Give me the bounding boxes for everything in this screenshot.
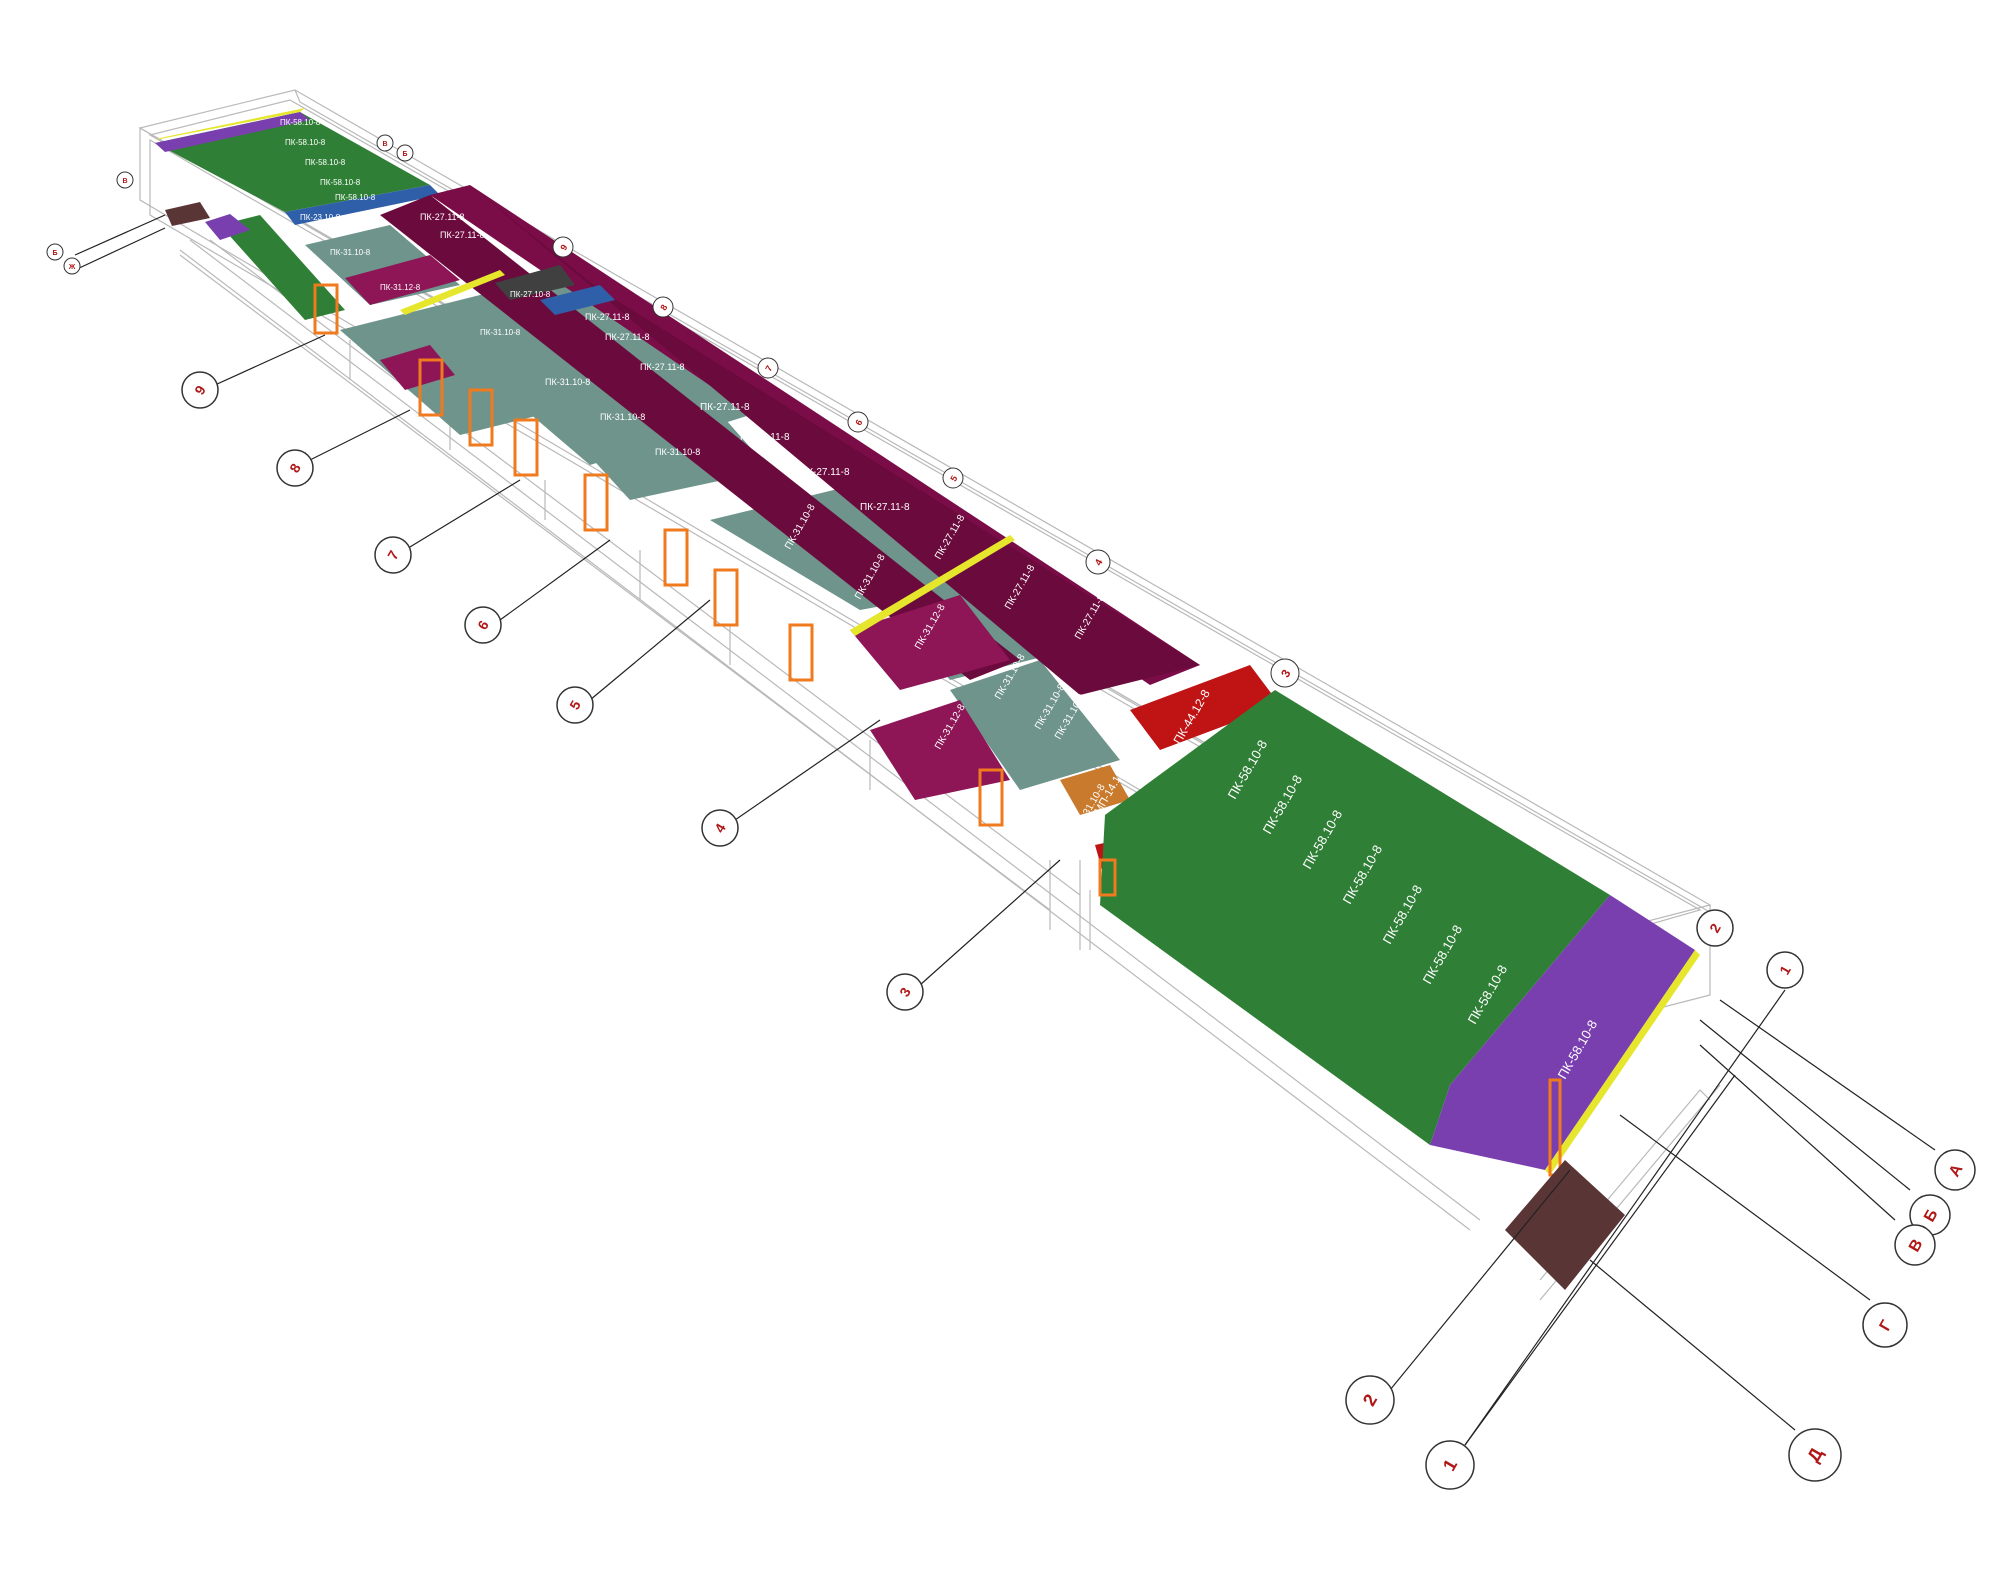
slab-teal-f: [950, 660, 1120, 790]
svg-text:Б: Б: [402, 151, 407, 158]
slab-orange: [1060, 765, 1130, 815]
axis-bubble-9: 9: [181, 371, 219, 409]
door-8: [788, 623, 814, 682]
axis-bubble-4: 4: [701, 809, 739, 847]
label-far-top-2: ПК-58.10-8: [305, 158, 346, 167]
label-27-3: ПК-27.11-8: [605, 332, 650, 342]
axis-bubble-far-left-b: Б: [46, 243, 64, 261]
label-blue-panel: ПК-23.10-8: [300, 213, 341, 222]
slab-magenta-d: [870, 700, 1010, 800]
slab-plum-strip: [380, 195, 1020, 680]
axis-bubble-far-top-b: Б: [396, 144, 414, 162]
label-31-1: ПК-31.10-8: [480, 328, 521, 337]
door-10: [1098, 858, 1117, 897]
axis-bubble-bottom-1: 1: [1425, 1440, 1475, 1490]
axis-bubble-far-7: 7: [757, 357, 779, 379]
axis-bubble-far-top-v: В: [376, 134, 394, 152]
label-31-0: ПК-31.10-8: [330, 248, 371, 257]
axis-bubbles: 9 8 7 6 5 4 3 9: [46, 134, 1976, 1490]
label-31-2: ПК-31.10-8: [545, 377, 590, 387]
door-7: [713, 568, 739, 627]
axis-bubble-A: А: [1934, 1149, 1976, 1191]
label-31-4: ПК-31.10-8: [655, 447, 700, 457]
axis-bubble-bottom-2: 2: [1345, 1375, 1395, 1425]
axis-bubble-V: В: [1894, 1224, 1936, 1266]
slab-purple-far-lower: [205, 214, 250, 240]
label-31-3: ПК-31.10-8: [600, 412, 645, 422]
axis-bubble-7: 7: [374, 536, 412, 574]
axis-bubble-bottom-D: Д: [1788, 1428, 1842, 1482]
slab-plum-wide: [470, 185, 1200, 695]
axis-bubble-far-left-v: В: [116, 171, 134, 189]
leader-lines: [74, 214, 1936, 1446]
slab-red: [1130, 665, 1280, 750]
svg-text:7: 7: [763, 364, 774, 373]
label-27-6: ПК-27.11-8: [740, 432, 790, 443]
slab-blue-1: [285, 185, 440, 225]
svg-text:Б: Б: [52, 250, 57, 257]
svg-text:6: 6: [853, 418, 864, 427]
slab-magenta-b: [380, 345, 455, 390]
axis-bubble-far-left-zh: Ж: [63, 257, 81, 275]
label-far-top-1: ПК-58.10-8: [285, 138, 326, 147]
label-31-12-0: ПК-31.12-8: [380, 283, 421, 292]
slab-yellow-1: [400, 270, 505, 315]
axis-bubble-far-3: 3: [1270, 658, 1300, 688]
svg-text:Ж: Ж: [68, 264, 76, 271]
axis-bubble-far-8: 8: [652, 296, 674, 318]
soil-patch: [165, 202, 1625, 1290]
slab-green-big: [1100, 690, 1610, 1145]
slab-blue-2: [540, 285, 615, 315]
label-27-7: ПК-27.11-8: [800, 467, 850, 478]
door-4: [513, 418, 539, 477]
axis-bubble-far-9: 9: [552, 236, 574, 258]
svg-text:9: 9: [558, 243, 569, 252]
label-27-0: ПК-27.11-8: [420, 212, 465, 222]
slab-magenta-c: [850, 595, 1010, 690]
axis-bubble-far-5: 5: [942, 467, 964, 489]
svg-text:5: 5: [948, 474, 959, 483]
axis-bubble-3: 3: [886, 973, 924, 1011]
svg-text:В: В: [122, 178, 127, 185]
slab-yellow-far: [155, 108, 305, 140]
label-27-1: ПК-27.11-8: [440, 230, 485, 240]
axis-bubble-right-2: 2: [1696, 909, 1734, 947]
label-27-2: ПК-27.11-8: [585, 312, 630, 322]
axis-bubble-G: Г: [1862, 1302, 1908, 1348]
axis-bubble-6: 6: [464, 606, 502, 644]
axis-bubble-5: 5: [556, 686, 594, 724]
door-elements: [313, 283, 1562, 1177]
building-wireframe: [138, 89, 1721, 1301]
label-far-top-3: ПК-58.10-8: [320, 178, 361, 187]
slab-purple-far: [155, 112, 310, 152]
svg-text:4: 4: [1093, 557, 1106, 568]
axis-bubble-8: 8: [276, 449, 314, 487]
slab-magenta-a: [345, 255, 460, 305]
svg-text:В: В: [382, 141, 387, 148]
label-far-top-0: ПК-58.10-8: [280, 118, 321, 127]
door-6: [663, 528, 689, 587]
door-1: [313, 283, 339, 335]
door-5: [583, 473, 609, 532]
axis-bubble-right-1: 1: [1766, 951, 1804, 989]
label-27-5: ПК-27.11-8: [700, 402, 750, 413]
axis-bubble-far-6: 6: [847, 411, 869, 433]
label-dark-panel: ПК-27.10-8: [510, 290, 551, 299]
door-3: [468, 388, 494, 447]
label-27-8: ПК-27.11-8: [860, 502, 910, 513]
axis-bubble-far-4: 4: [1085, 549, 1111, 575]
label-27-4: ПК-27.11-8: [640, 362, 685, 372]
door-2: [418, 358, 444, 417]
label-far-top-4: ПК-58.10-8: [335, 193, 376, 202]
slab-purple-near: [1430, 895, 1695, 1170]
slab-panels: [155, 108, 1700, 1175]
door-9: [978, 768, 1004, 827]
slab-yellow-2: [850, 535, 1015, 636]
slab-yellow-near: [1545, 950, 1700, 1175]
svg-text:8: 8: [658, 303, 669, 312]
slab-dark: [495, 265, 575, 300]
